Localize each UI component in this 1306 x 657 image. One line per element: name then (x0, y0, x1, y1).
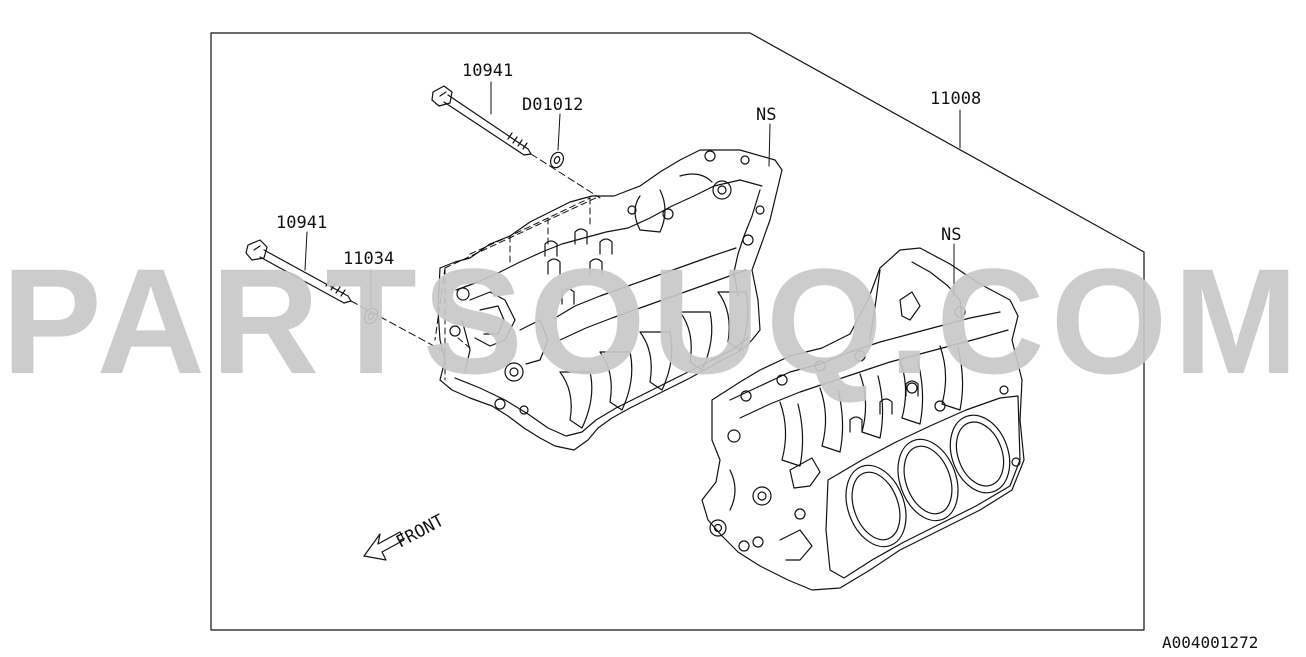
upper-bolt-axis (530, 153, 601, 199)
label-bolt-lower: 10941 (276, 213, 327, 233)
label-front: FRONT (393, 511, 448, 553)
label-washer-upper: D01012 (522, 95, 583, 115)
crankcase-half (437, 149, 783, 451)
upper-bolt (431, 85, 532, 156)
lower-bolt (245, 239, 352, 304)
label-ns-lower: NS (941, 225, 961, 245)
hidden-outline (434, 195, 601, 381)
lower-washer (363, 307, 379, 325)
lower-bolt-axis (350, 300, 446, 353)
assembly-frame (210, 32, 1145, 631)
label-assembly: 11008 (930, 89, 981, 109)
drawing-code: A004001272 (1162, 633, 1258, 652)
cylinder-block-half (701, 247, 1025, 591)
upper-washer (549, 151, 565, 169)
label-ns-upper: NS (756, 105, 776, 125)
front-arrow-icon (363, 531, 405, 561)
leader-lines (304, 81, 961, 308)
label-bolt-upper: 10941 (462, 61, 513, 81)
label-washer-lower: 11034 (343, 249, 394, 269)
